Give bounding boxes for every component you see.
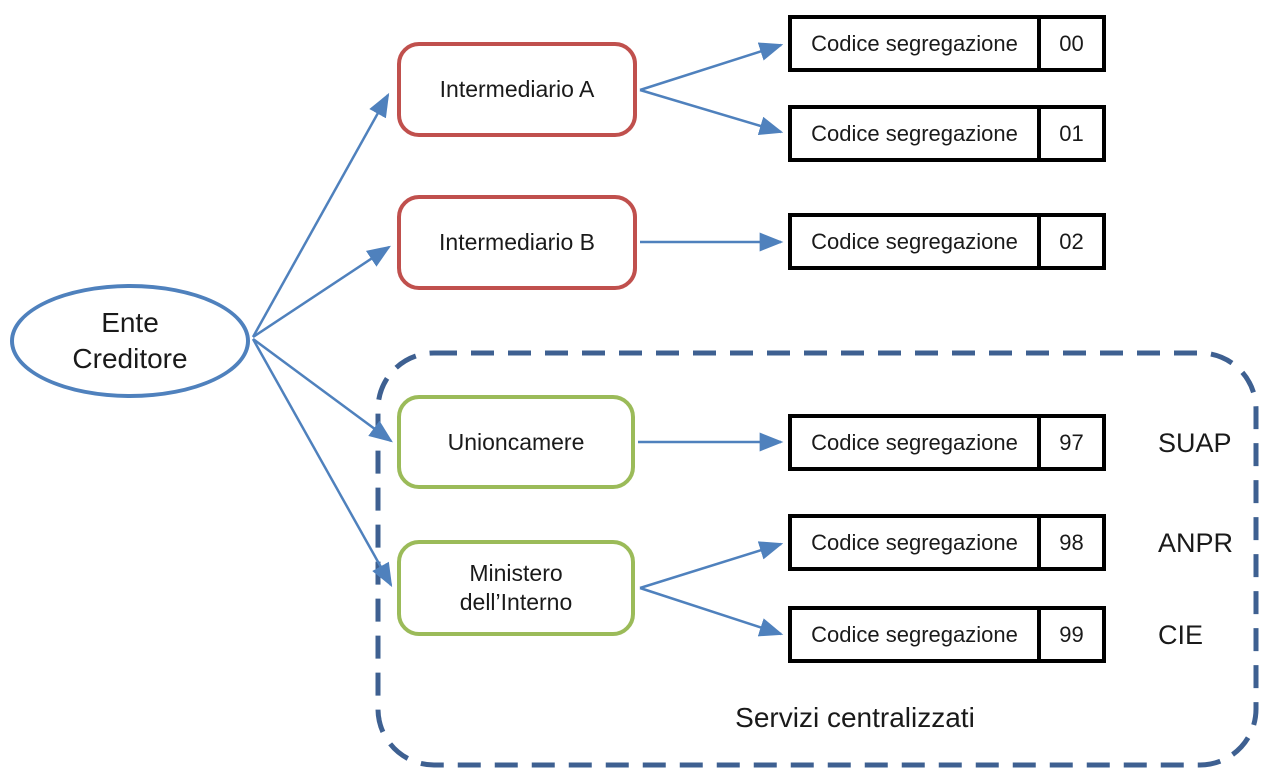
- node-intermediario-a: Intermediario A: [397, 42, 637, 137]
- segregation-box-label: Codice segregazione: [811, 621, 1018, 647]
- segregation-box-label: Codice segregazione: [811, 529, 1018, 555]
- node-ente-creditore: Ente Creditore: [10, 284, 250, 398]
- node-unioncamere-label: Unioncamere: [447, 428, 585, 455]
- segregation-box-00: Codice segregazione 00: [788, 15, 1106, 72]
- node-ministero-dell-interno-label: Ministero dell’Interno: [459, 560, 573, 615]
- segregation-box-98: Codice segregazione 98: [788, 514, 1106, 571]
- service-label-cie: CIE: [1158, 620, 1204, 650]
- edge-ministero-to-codice-98: [639, 541, 784, 590]
- node-unioncamere: Unioncamere: [397, 395, 635, 489]
- node-ministero-dell-interno: Ministero dell’Interno: [397, 540, 635, 636]
- node-intermediario-b-label: Intermediario B: [439, 229, 595, 256]
- edge-intermediario-a-to-codice-00: [639, 42, 784, 92]
- edge-ente-to-intermediario-b: [252, 245, 391, 339]
- edge-intermediario-a-to-codice-01: [639, 88, 784, 136]
- servizi-centralizzati-container: [375, 350, 1259, 768]
- segregation-code-value: 02: [1037, 217, 1102, 266]
- node-ente-creditore-label: Ente Creditore: [72, 306, 188, 374]
- segregation-box-97: Codice segregazione 97: [788, 414, 1106, 471]
- segregation-box-label: Codice segregazione: [811, 429, 1018, 455]
- segregation-code-value: 01: [1037, 109, 1102, 158]
- edge-ministero-to-codice-99: [639, 586, 784, 637]
- servizi-centralizzati-caption: Servizi centralizzati: [735, 702, 975, 733]
- segregation-box-01: Codice segregazione 01: [788, 105, 1106, 162]
- node-intermediario-a-label: Intermediario A: [439, 76, 595, 103]
- segregation-box-99: Codice segregazione 99: [788, 606, 1106, 663]
- segregation-code-value: 97: [1037, 418, 1102, 467]
- node-intermediario-b: Intermediario B: [397, 195, 637, 290]
- segregation-code-value: 00: [1037, 19, 1102, 68]
- service-label-anpr: ANPR: [1158, 528, 1234, 558]
- edge-ente-to-ministero: [251, 338, 393, 588]
- segregation-box-label: Codice segregazione: [811, 120, 1018, 146]
- edge-ente-to-intermediario-a: [251, 92, 390, 338]
- service-label-suap: SUAP: [1158, 428, 1232, 458]
- segregation-code-value: 98: [1037, 518, 1102, 567]
- segregation-code-value: 99: [1037, 610, 1102, 659]
- segregation-box-label: Codice segregazione: [811, 228, 1018, 254]
- edge-ente-to-unioncamere: [252, 337, 393, 443]
- segregation-box-02: Codice segregazione 02: [788, 213, 1106, 270]
- segregation-box-label: Codice segregazione: [811, 30, 1018, 56]
